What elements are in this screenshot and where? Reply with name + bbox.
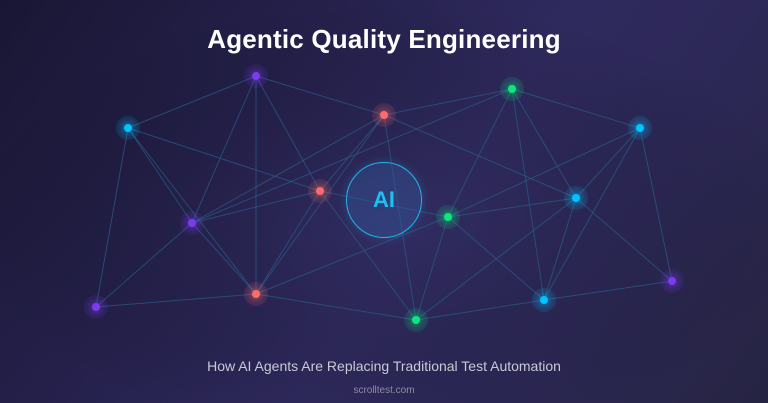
network-edge: [191, 75, 257, 224]
network-edge: [191, 190, 321, 224]
network-node-cyan-icon: [572, 194, 580, 202]
network-edge: [127, 127, 193, 224]
network-edge: [415, 197, 577, 321]
network-edge: [415, 216, 449, 321]
network-edges: [95, 75, 673, 321]
network-edge: [511, 88, 577, 199]
network-node-red-icon: [252, 290, 260, 298]
network-edge: [575, 197, 673, 282]
network-edge: [255, 114, 385, 295]
network-edge: [191, 114, 385, 224]
network-edge: [255, 75, 321, 192]
subtitle: How AI Agents Are Replacing Traditional …: [207, 358, 561, 374]
network-node-red-icon: [316, 187, 324, 195]
ai-hub-label: AI: [373, 187, 395, 212]
ai-hub-circle: AI: [346, 162, 422, 238]
network-edge: [127, 75, 257, 129]
network-node-purple-icon: [252, 72, 260, 80]
network-edge: [255, 75, 385, 116]
network-edge: [447, 197, 577, 218]
network-edge: [127, 127, 321, 192]
network-node-red-icon: [380, 111, 388, 119]
network-edge: [575, 127, 641, 199]
network-edge: [415, 299, 545, 321]
network-edge: [255, 190, 321, 295]
network-edge: [511, 88, 641, 129]
network-edge: [255, 216, 449, 295]
network-edge: [255, 293, 417, 321]
network-edge: [95, 127, 129, 308]
network-edge: [447, 127, 641, 218]
network-edge: [95, 293, 257, 308]
network-node-green-icon: [444, 213, 452, 221]
network-edge: [543, 197, 577, 301]
network-edge: [639, 127, 673, 282]
network-edge: [95, 222, 193, 308]
network-nodes: [84, 64, 684, 332]
network-node-purple-icon: [188, 219, 196, 227]
network-edge: [191, 88, 513, 224]
network-edge: [319, 190, 417, 321]
network-edge: [127, 127, 257, 295]
network-edge: [511, 88, 545, 301]
network-node-purple-icon: [92, 303, 100, 311]
network-edge: [543, 127, 641, 301]
network-edge: [383, 88, 513, 116]
network-node-cyan-icon: [636, 124, 644, 132]
network-edge: [447, 88, 513, 218]
network-node-cyan-icon: [124, 124, 132, 132]
network-edge: [191, 222, 257, 295]
network-node-green-icon: [412, 316, 420, 324]
network-edge: [319, 114, 385, 192]
network-edge: [383, 114, 577, 199]
network-node-green-icon: [508, 85, 516, 93]
site-url: scrolltest.com: [353, 385, 415, 396]
page-title: Agentic Quality Engineering: [207, 24, 561, 54]
network-node-purple-icon: [668, 277, 676, 285]
network-edge: [543, 280, 673, 301]
network-node-cyan-icon: [540, 296, 548, 304]
